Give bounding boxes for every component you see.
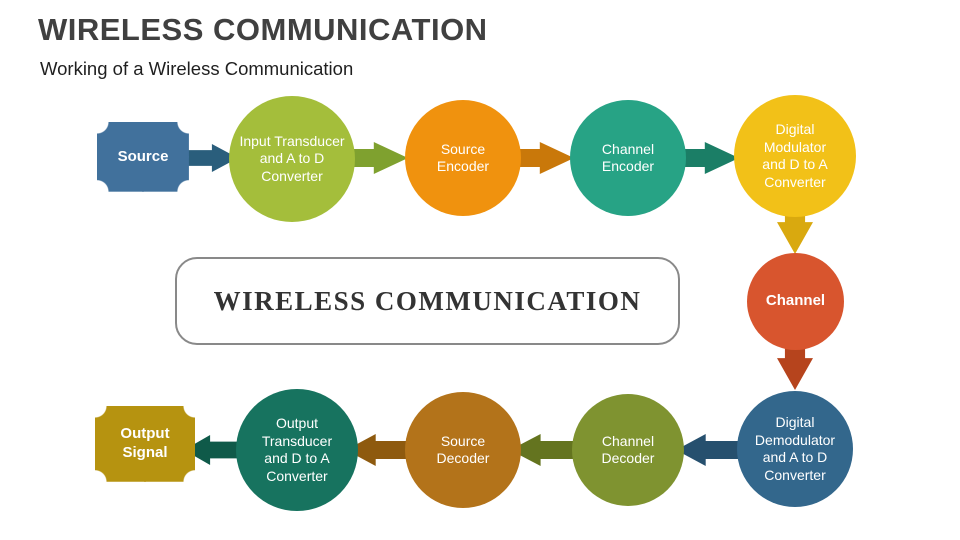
node-digital-modulator: Digital Modulator and D to A Converter bbox=[734, 95, 856, 217]
node-channel-decoder-label: Channel Decoder bbox=[601, 432, 655, 467]
node-source-encoder: Source Encoder bbox=[405, 100, 521, 216]
node-channel-encoder-label: Channel Encoder bbox=[601, 140, 655, 175]
page-title: WIRELESS COMMUNICATION bbox=[38, 12, 488, 47]
node-source-decoder: Source Decoder bbox=[405, 392, 521, 508]
node-channel-label: Channel bbox=[765, 292, 826, 310]
node-channel-decoder: Channel Decoder bbox=[572, 394, 684, 506]
node-output-transducer-label: Output Transducer and D to A Converter bbox=[261, 415, 333, 484]
page-subtitle: Working of a Wireless Communication bbox=[40, 58, 354, 79]
center-label: WIRELESS COMMUNICATION bbox=[213, 285, 642, 316]
node-source-encoder-label: Source Encoder bbox=[436, 140, 490, 175]
center-label-box: WIRELESS COMMUNICATION bbox=[175, 257, 680, 345]
node-output-signal: Output Signal bbox=[95, 406, 195, 482]
node-source: Source bbox=[97, 122, 189, 192]
node-input-transducer: Input Transducer and A to D Converter bbox=[229, 96, 355, 222]
node-digital-demodulator-label: Digital Demodulator and A to D Converter bbox=[754, 414, 836, 483]
node-channel-encoder: Channel Encoder bbox=[570, 100, 686, 216]
node-digital-modulator-label: Digital Modulator and D to A Converter bbox=[762, 121, 828, 190]
node-output-transducer: Output Transducer and D to A Converter bbox=[236, 389, 358, 511]
node-output-signal-label: Output Signal bbox=[120, 425, 170, 461]
node-source-decoder-label: Source Decoder bbox=[436, 432, 490, 467]
node-input-transducer-label: Input Transducer and A to D Converter bbox=[239, 132, 345, 184]
node-channel: Channel bbox=[747, 253, 844, 350]
node-digital-demodulator: Digital Demodulator and A to D Converter bbox=[737, 391, 853, 507]
node-source-label: Source bbox=[117, 147, 169, 165]
flow-arrow-left-icon bbox=[676, 434, 742, 466]
